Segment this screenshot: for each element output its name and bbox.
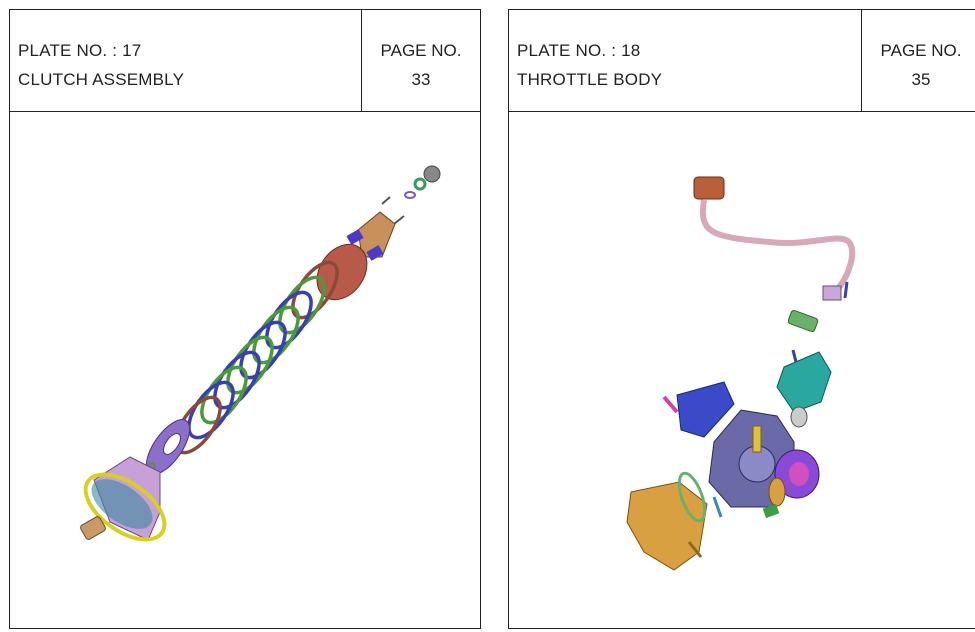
plate-header: PLATE NO. : 18 THROTTLE BODY PAGE NO. 35 [509, 10, 975, 112]
page-number-box: PAGE NO. 33 [361, 10, 480, 111]
plate-18-card: PLATE NO. : 18 THROTTLE BODY PAGE NO. 35 [508, 9, 975, 629]
throttle-body-illustration [509, 112, 975, 628]
plate-name: CLUTCH ASSEMBLY [18, 70, 185, 89]
clutch-plate-stack [174, 260, 339, 455]
plate-number: PLATE NO. : 18 [517, 41, 641, 60]
clutch-assembly-illustration [10, 112, 480, 628]
plate-number: PLATE NO. : 17 [18, 41, 142, 60]
plate-title-block: PLATE NO. : 18 THROTTLE BODY [517, 36, 662, 94]
plate-17-card: PLATE NO. : 17 CLUTCH ASSEMBLY PAGE NO. … [9, 9, 481, 629]
clutch-basket [83, 456, 167, 542]
page-number: 33 [411, 70, 431, 89]
page-number: 35 [911, 70, 931, 89]
plate-header: PLATE NO. : 17 CLUTCH ASSEMBLY PAGE NO. … [10, 10, 480, 112]
page-label: PAGE NO. [880, 41, 962, 60]
plate-title-block: PLATE NO. : 17 CLUTCH ASSEMBLY [18, 36, 184, 94]
plate-name: THROTTLE BODY [517, 70, 663, 89]
page-number-box: PAGE NO. 35 [861, 10, 975, 111]
throttle-body-icon [626, 176, 856, 571]
clutch-assembly-icon [80, 165, 441, 542]
page-label: PAGE NO. [380, 41, 462, 60]
